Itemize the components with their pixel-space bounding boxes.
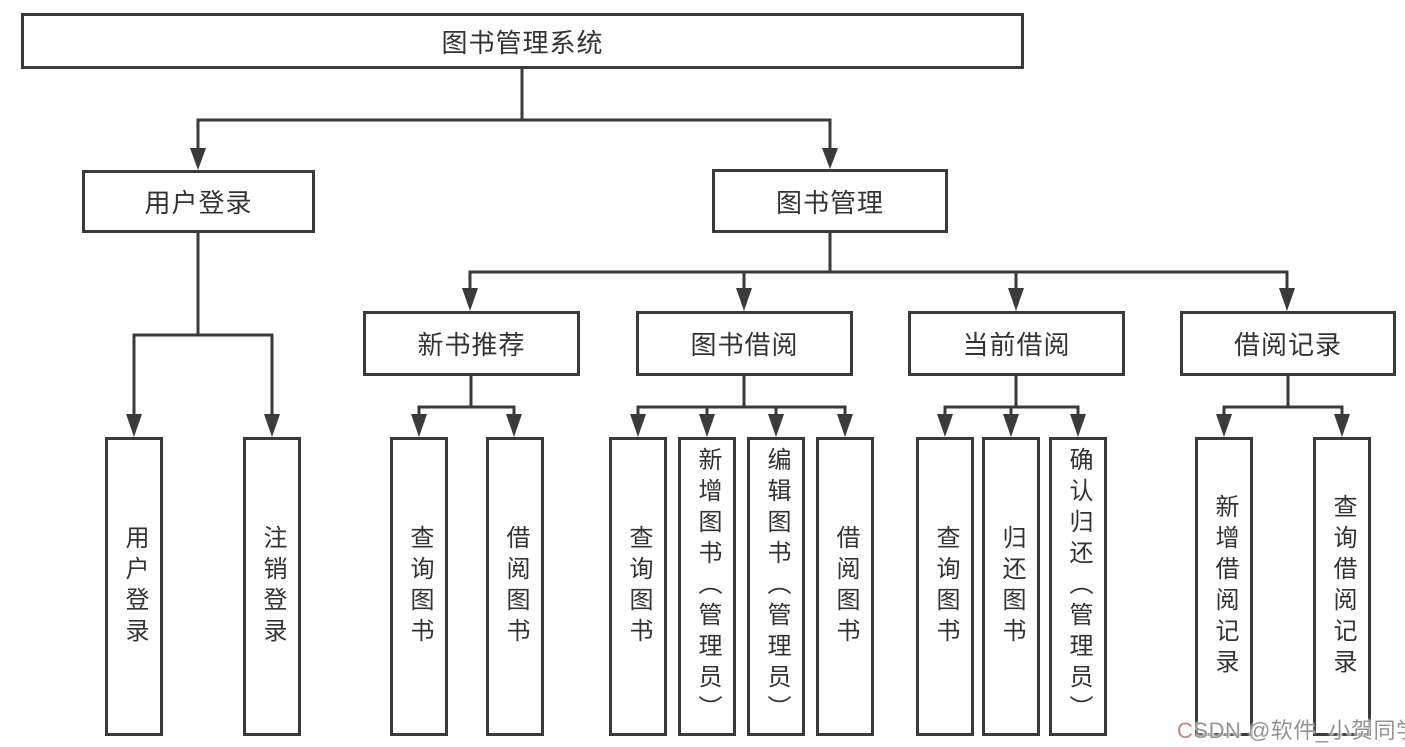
leaf-add-borrow-record: 新增借阅记录 [1195, 437, 1253, 736]
node-current-borrowing-label: 当前借阅 [962, 330, 1071, 360]
leaf-query-books-2-label: 查询图书 [625, 524, 652, 649]
arrowhead-icon [768, 414, 784, 437]
edge-new-book-rec-to-children [411, 376, 522, 437]
edge-root-to-level2 [190, 69, 838, 170]
edge-book-borrowing-to-children [630, 376, 853, 437]
leaf-query-books-3: 查询图书 [916, 437, 974, 736]
node-root-label: 图书管理系统 [441, 27, 604, 58]
leaf-confirm-return-admin: 确认归还（管理员） [1049, 437, 1107, 736]
arrowhead-icon [837, 414, 853, 437]
leaf-confirm-return-admin-label: 确认归还（管理员） [1065, 447, 1092, 726]
node-user-login-label: 用户登录 [144, 188, 253, 218]
csdn-watermark: CSDN @软件_小贺同学 [1177, 718, 1405, 743]
arrowhead-icon [822, 148, 838, 169]
arrowhead-icon [937, 414, 953, 437]
node-new-book-rec: 新书推荐 [363, 311, 580, 376]
leaf-borrow-books-1-label: 借阅图书 [502, 524, 529, 649]
node-book-borrowing-label: 图书借阅 [690, 330, 799, 360]
leaf-query-books-1: 查询图书 [390, 437, 448, 736]
arrowhead-icon [264, 414, 280, 437]
arrowhead-icon [699, 414, 715, 437]
arrowhead-icon [506, 414, 522, 437]
leaf-edit-book-admin-label: 编辑图书（管理员） [763, 447, 790, 726]
arrowhead-icon [462, 288, 478, 311]
edge-current-borrowing-to-children [937, 376, 1086, 437]
leaf-return-book: 归还图书 [982, 437, 1040, 736]
node-book-borrowing: 图书借阅 [636, 311, 853, 376]
node-current-borrowing: 当前借阅 [908, 311, 1125, 376]
leaf-query-books-3-label: 查询图书 [932, 524, 959, 649]
leaf-borrow-books-1: 借阅图书 [486, 437, 544, 736]
leaf-borrow-books-2: 借阅图书 [816, 437, 874, 736]
leaf-add-book-admin-label: 新增图书（管理员） [694, 447, 721, 726]
edge-borrow-records-to-children [1216, 376, 1350, 437]
node-book-management-label: 图书管理 [775, 187, 884, 218]
node-borrow-records-label: 借阅记录 [1233, 330, 1342, 360]
leaf-user-login-label: 用户登录 [121, 524, 148, 649]
arrowhead-icon [190, 148, 206, 170]
leaf-query-books-1-label: 查询图书 [406, 524, 433, 649]
arrowhead-icon [1216, 414, 1232, 437]
node-user-login: 用户登录 [82, 170, 315, 233]
leaf-logout-label: 注销登录 [259, 524, 286, 649]
leaf-add-borrow-record-label: 新增借阅记录 [1211, 493, 1238, 680]
arrowhead-icon [126, 414, 142, 437]
arrowhead-icon [1070, 414, 1086, 437]
arrowhead-icon [1279, 288, 1295, 311]
arrowhead-icon [630, 414, 646, 437]
arrowhead-icon [1008, 288, 1024, 311]
arrowhead-icon [1003, 414, 1019, 437]
arrowhead-icon [411, 414, 427, 437]
leaf-query-borrow-record: 查询借阅记录 [1313, 437, 1371, 736]
leaf-query-borrow-record-label: 查询借阅记录 [1329, 493, 1356, 680]
edge-book-management-to-level3 [462, 233, 1295, 311]
leaf-user-login: 用户登录 [105, 437, 163, 736]
leaf-borrow-books-2-label: 借阅图书 [832, 524, 859, 649]
node-borrow-records: 借阅记录 [1180, 311, 1396, 376]
node-new-book-rec-label: 新书推荐 [417, 330, 526, 360]
node-book-management: 图书管理 [712, 169, 948, 233]
leaf-add-book-admin: 新增图书（管理员） [678, 437, 736, 736]
leaf-edit-book-admin: 编辑图书（管理员） [747, 437, 805, 736]
node-root: 图书管理系统 [21, 13, 1024, 69]
leaf-return-book-label: 归还图书 [998, 524, 1025, 649]
edge-user-login-to-children [126, 233, 280, 437]
leaf-logout: 注销登录 [243, 437, 301, 736]
arrowhead-icon [1334, 414, 1350, 437]
leaf-query-books-2: 查询图书 [609, 437, 667, 736]
arrowhead-icon [736, 288, 752, 311]
